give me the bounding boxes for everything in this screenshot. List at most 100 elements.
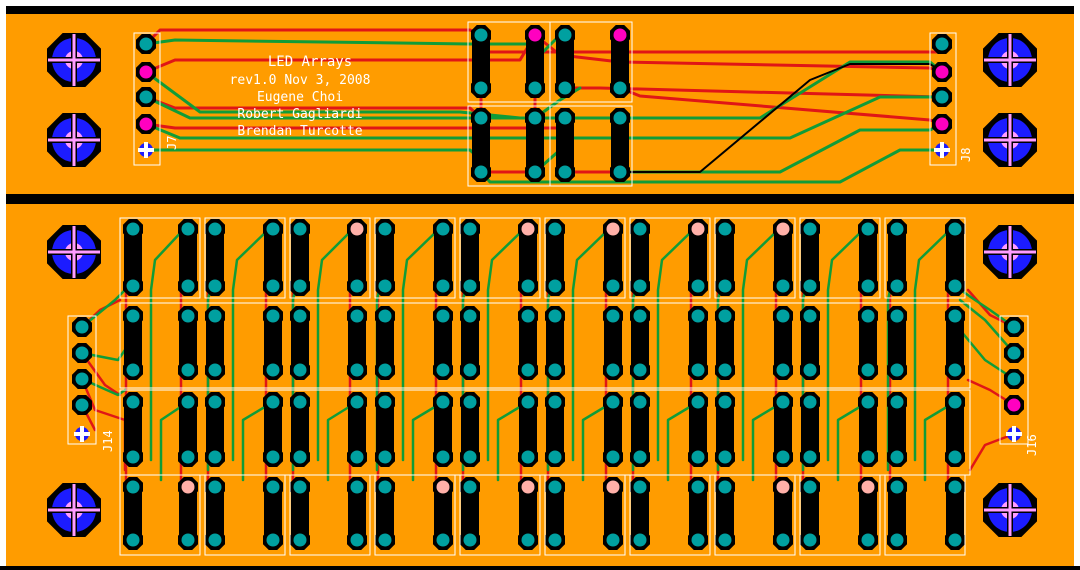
mount-hole-top-left-1-cross-v-hl — [72, 34, 76, 86]
bottom-led-pad-a-18-1 — [890, 309, 904, 323]
bottom-led-pad-b-1-2 — [181, 450, 195, 464]
bottom-led-pad-a-3-3 — [266, 480, 280, 494]
bottom-led-pad-b-1-3 — [181, 533, 195, 547]
bottom-led-pad-b-17-3 — [861, 533, 875, 547]
bottom-led-pad-b-4-0 — [293, 279, 307, 293]
bottom-led-pad-b-8-2 — [463, 450, 477, 464]
bottom-led-pad-b-0-3 — [126, 533, 140, 547]
bottom-led-pad-b-10-3 — [548, 533, 562, 547]
bottom-led-pad-a-12-2 — [633, 395, 647, 409]
bottom-led-pad-a-6-1 — [378, 309, 392, 323]
bottom-led-pad-b-16-0 — [803, 279, 817, 293]
silkscreen-layer — [67, 21, 1029, 556]
bottom-led-pad-a-0-0 — [126, 222, 140, 236]
bottom-led-pad-b-16-1 — [803, 363, 817, 377]
mount-hole-top-left-2-cross-v-hl — [72, 114, 76, 166]
bottom-led-pad-b-6-0 — [378, 279, 392, 293]
top-led-pad-b-0-1 — [474, 165, 488, 179]
j8-pin-3 — [935, 90, 949, 104]
led-box-row1-0 — [119, 217, 201, 299]
top-trace-green-3 — [144, 95, 944, 140]
mount-hole-bottom-left-1-cross-v-hl — [72, 226, 76, 278]
bottom-led-pad-a-7-1 — [436, 309, 450, 323]
bottom-led-pad-b-18-2 — [890, 450, 904, 464]
top-led-pad-a-2-1 — [558, 111, 572, 125]
bottom-led-pad-a-5-3 — [350, 480, 364, 494]
bottom-led-pad-a-12-0 — [633, 222, 647, 236]
bottom-led-pad-b-1-0 — [181, 279, 195, 293]
bottom-trace-green-diag-b-16 — [836, 400, 870, 482]
bottom-led-pad-b-8-1 — [463, 363, 477, 377]
bottom-led-pad-a-17-0 — [861, 222, 875, 236]
bottom-led-pad-a-3-1 — [266, 309, 280, 323]
bottom-led-pad-a-14-0 — [718, 222, 732, 236]
bottom-led-pad-b-6-3 — [378, 533, 392, 547]
bottom-led-pad-b-15-0 — [776, 279, 790, 293]
led-box-row3 — [119, 389, 971, 476]
bottom-led-pad-a-11-3 — [606, 480, 620, 494]
j14-trace-green-0 — [80, 288, 127, 329]
bottom-led-pad-b-11-3 — [606, 533, 620, 547]
bottom-trace-green-diag-a-16 — [826, 227, 866, 462]
bottom-led-pad-b-4-3 — [293, 533, 307, 547]
j16-trace-green-0 — [958, 298, 1016, 355]
bottom-trace-green-diag-b-14 — [751, 400, 785, 482]
bottom-led-pad-b-12-3 — [633, 533, 647, 547]
bottom-led-pad-a-1-3 — [181, 480, 195, 494]
j14-pin-3 — [75, 372, 89, 386]
top-led-pad-a-3-1 — [613, 111, 627, 125]
bottom-led-pad-a-1-2 — [181, 395, 195, 409]
j16-trace-green-1 — [958, 328, 1016, 381]
bottom-led-pad-b-14-3 — [718, 533, 732, 547]
bottom-led-pad-b-12-2 — [633, 450, 647, 464]
bottom-led-pad-a-12-1 — [633, 309, 647, 323]
silk-author-2: Robert Gagliardi — [237, 107, 362, 122]
bottom-led-pad-a-18-2 — [890, 395, 904, 409]
j16-pin-5-v — [1012, 426, 1016, 442]
bottom-led-pad-a-9-2 — [521, 395, 535, 409]
bottom-trace-green-diag-b-8 — [496, 400, 530, 482]
bottom-led-pad-a-3-0 — [266, 222, 280, 236]
bottom-led-pad-a-7-2 — [436, 395, 450, 409]
bottom-led-pad-a-13-1 — [691, 309, 705, 323]
bottom-led-pad-b-3-3 — [266, 533, 280, 547]
bottom-led-pad-b-1-1 — [181, 363, 195, 377]
bottom-trace-green-diag-a-2 — [231, 227, 271, 462]
j14-pin-5-v — [80, 426, 84, 442]
bottom-led-pad-b-6-2 — [378, 450, 392, 464]
top-led-pad-b-1-1 — [528, 165, 542, 179]
j16-outline — [999, 315, 1029, 445]
bottom-led-pad-a-1-0 — [181, 222, 195, 236]
bottom-led-pad-b-15-1 — [776, 363, 790, 377]
bottom-led-pad-a-15-1 — [776, 309, 790, 323]
bottom-led-pad-a-0-3 — [126, 480, 140, 494]
top-led-pad-b-1-0 — [528, 81, 542, 95]
bottom-led-pad-a-6-3 — [378, 480, 392, 494]
bottom-led-pad-b-3-1 — [266, 363, 280, 377]
bottom-led-pad-b-19-3 — [948, 533, 962, 547]
bottom-led-pad-a-7-3 — [436, 480, 450, 494]
led-box-row1-1 — [204, 217, 286, 299]
bottom-trace-green-diag-a-18 — [913, 227, 953, 462]
silk-title: LED Arrays — [268, 54, 352, 70]
bottom-trace-green-diag-a-4 — [316, 227, 355, 462]
bottom-led-pad-b-10-0 — [548, 279, 562, 293]
bottom-led-pad-a-4-3 — [293, 480, 307, 494]
j16-pin-3 — [1007, 372, 1021, 386]
bottom-led-pad-b-15-3 — [776, 533, 790, 547]
bottom-led-pad-b-6-1 — [378, 363, 392, 377]
bottom-led-pad-a-5-0 — [350, 222, 364, 236]
bottom-led-pad-a-10-3 — [548, 480, 562, 494]
mount-hole-top-right-1-cross-v-hl — [1008, 34, 1012, 86]
bottom-led-pad-b-11-2 — [606, 450, 620, 464]
led-box-row1-9 — [884, 217, 966, 299]
silk-revision: rev1.0 Nov 3, 2008 — [230, 73, 371, 88]
bottom-led-pad-a-10-2 — [548, 395, 562, 409]
top-led-pad-b-3-1 — [613, 165, 627, 179]
bottom-led-pad-b-19-2 — [948, 450, 962, 464]
bottom-led-pad-b-11-0 — [606, 279, 620, 293]
bottom-trace-green-diag-b-4 — [326, 400, 359, 482]
j7-pin-3 — [139, 90, 153, 104]
led-box-row1-8 — [799, 217, 881, 299]
